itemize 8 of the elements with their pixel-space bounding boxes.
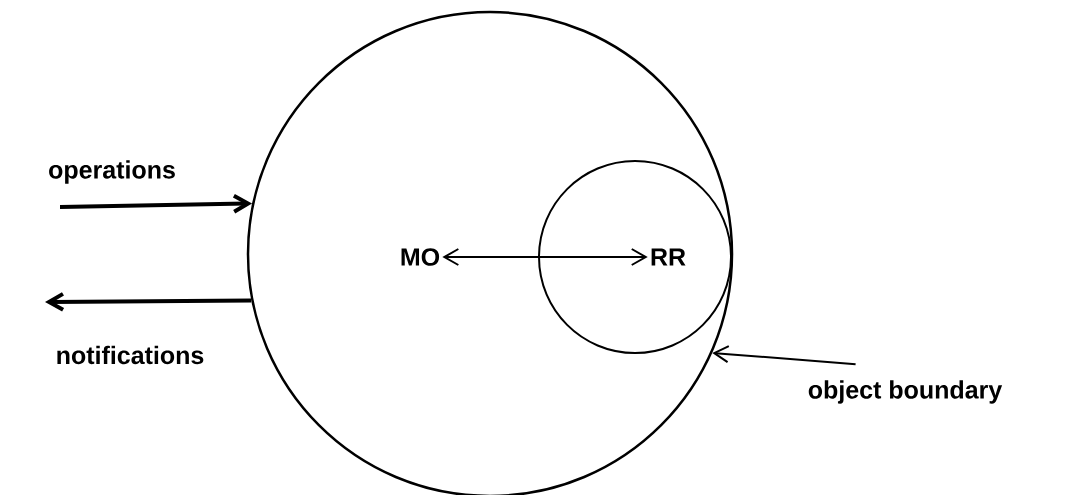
arrow [442, 248, 648, 266]
edge-label: operations [49, 160, 175, 184]
object-boundary-label: object boundary [808, 380, 1003, 404]
mo-label: MO [401, 248, 440, 266]
arrow [59, 194, 253, 214]
arrow [45, 292, 252, 312]
edge-label: notifications [57, 345, 204, 365]
arrow [712, 345, 857, 366]
